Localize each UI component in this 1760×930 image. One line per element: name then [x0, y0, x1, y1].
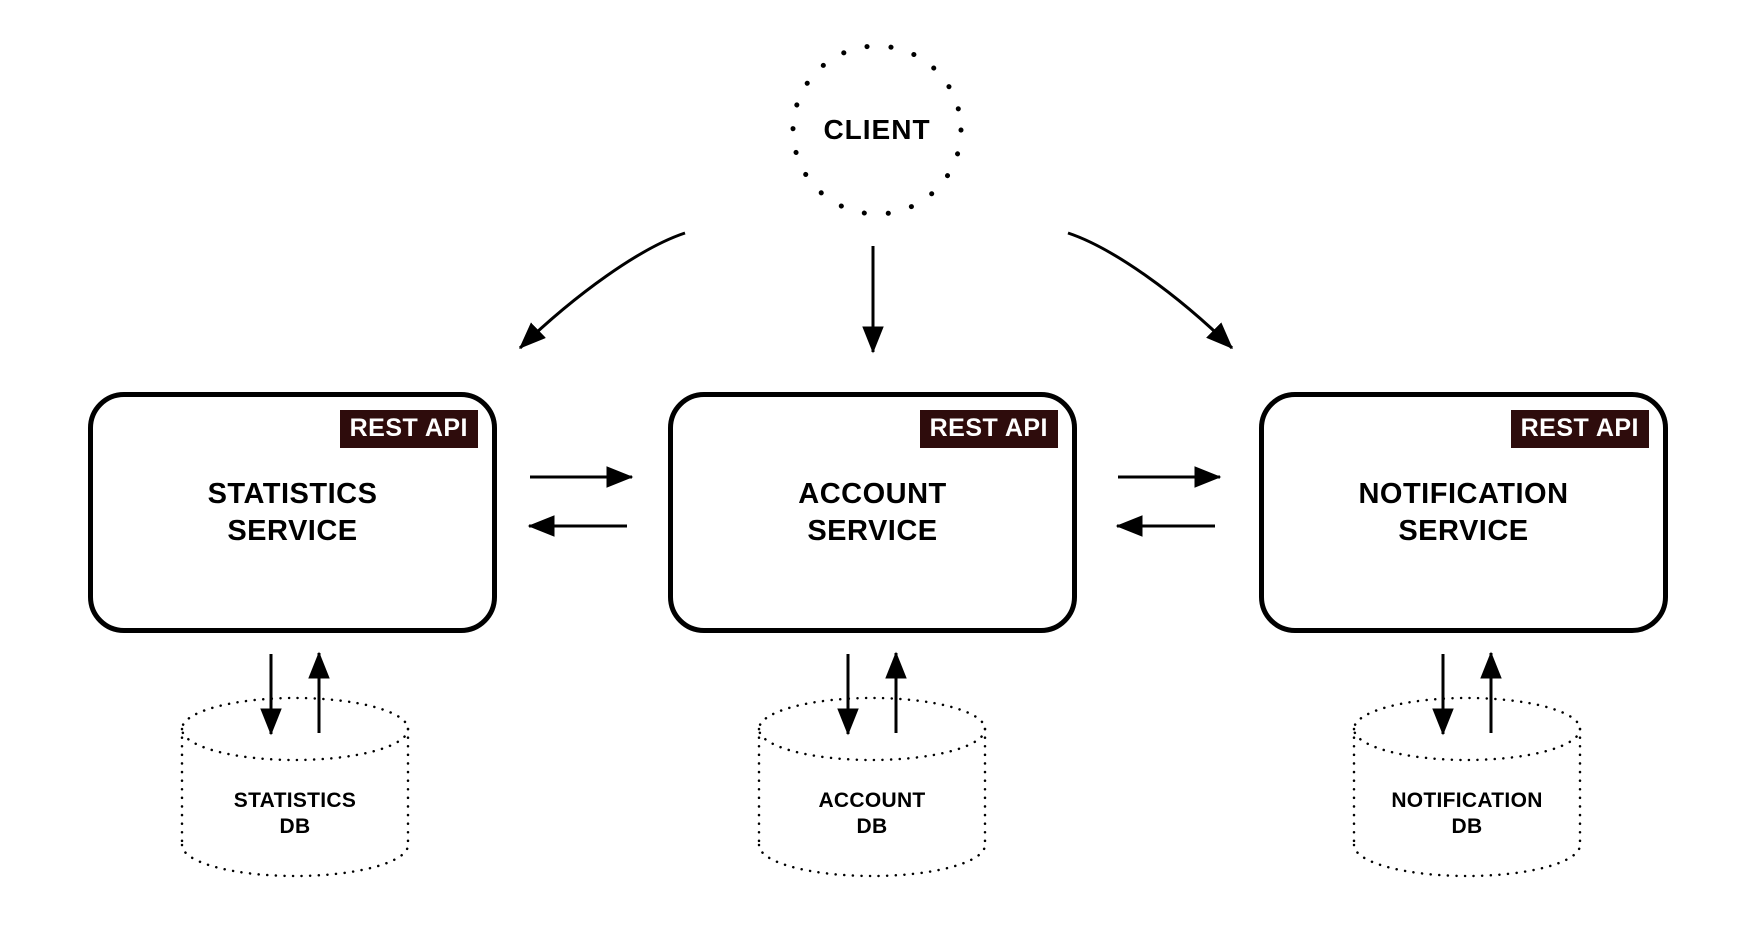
client-label: CLIENT: [823, 114, 931, 145]
rest-api-badge: REST API: [339, 410, 478, 448]
statistics-db-label: STATISTICS DB: [233, 789, 357, 838]
statistics-service-box: REST API STATISTICS SERVICE: [88, 392, 497, 633]
notification-service-box: REST API NOTIFICATION SERVICE: [1259, 392, 1668, 633]
rest-api-badge: REST API: [1510, 410, 1649, 448]
service-title: NOTIFICATION SERVICE: [1358, 477, 1569, 547]
notification-db-cylinder: [1352, 696, 1582, 878]
notification-db-label: NOTIFICATION DB: [1391, 789, 1543, 838]
service-title: ACCOUNT SERVICE: [798, 477, 947, 547]
service-title: STATISTICS SERVICE: [207, 477, 378, 547]
account-db-label: ACCOUNT DB: [818, 789, 926, 838]
client-circle-outline: [790, 43, 964, 217]
account-service-box: REST API ACCOUNT SERVICE: [668, 392, 1077, 633]
rest-api-badge: REST API: [919, 410, 1058, 448]
statistics-db-cylinder: [180, 696, 410, 878]
client-to-statistics-arrow: [518, 231, 686, 350]
account-db-cylinder: [757, 696, 987, 878]
client-to-notification-arrow: [1067, 231, 1234, 350]
